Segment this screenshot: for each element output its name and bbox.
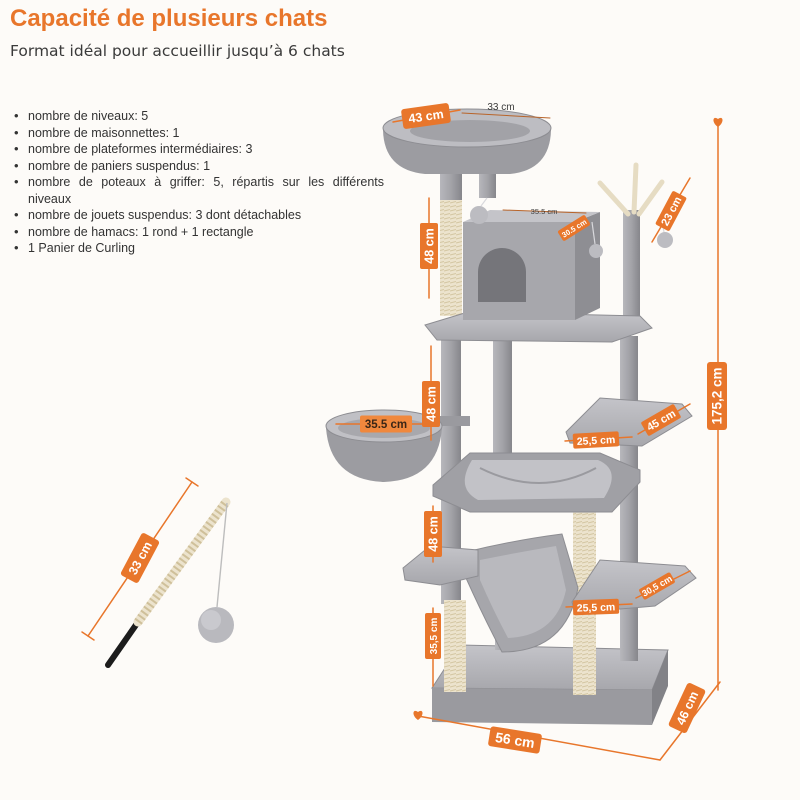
left-sisal-post (444, 600, 466, 692)
feature-list: nombre de niveaux: 5 nombre de maisonnet… (12, 108, 384, 257)
page-subtitle: Format idéal pour accueillir jusqu’à 6 c… (10, 42, 345, 60)
feature-item: 1 Panier de Curling (12, 240, 384, 257)
dim-toy-length: 33 cm (120, 533, 160, 583)
dim-label: 48 cm (427, 516, 441, 551)
dim-base-width: 56 cm (488, 726, 542, 754)
page-title: Capacité de plusieurs chats (10, 5, 328, 32)
feature-item: nombre de poteaux à griffer: 5, répartis… (12, 174, 384, 207)
feature-item: nombre de jouets suspendus: 3 dont détac… (12, 207, 384, 224)
dim-label: 175,2 cm (710, 367, 725, 424)
dimension-annotations: 43 cm 33 cm 48 cm 35.5 cm 30.5 cm 23 cm (81, 102, 727, 761)
hanging-ball-top (470, 206, 488, 224)
base-board (431, 644, 669, 725)
middle-post (493, 336, 512, 464)
feature-item: nombre de maisonnettes: 1 (12, 125, 384, 142)
right-middle-post (620, 440, 638, 564)
dim-upper-platform-width: 25,5 cm (572, 431, 620, 449)
dimension-heart-icon (413, 710, 423, 720)
dim-label: 25,5 cm (576, 434, 615, 448)
dim-label: 43 cm (408, 107, 445, 126)
dim-label: 35,5 cm (429, 618, 440, 655)
dim-label: 35.5 cm (365, 419, 407, 431)
house-door (478, 248, 526, 302)
dim-lower-post-height: 48 cm (424, 511, 442, 557)
dim-label: 48 cm (423, 228, 437, 263)
feature-item: nombre de hamacs: 1 rond + 1 rectangle (12, 224, 384, 241)
feature-item: nombre de paniers suspendus: 1 (12, 158, 384, 175)
dim-label: 48 cm (425, 386, 439, 421)
dim-label: 56 cm (494, 729, 536, 751)
dim-toy-post-height: 23 cm (655, 191, 687, 231)
hanging-ball-house (589, 244, 603, 258)
dim-round-basket: 35.5 cm (360, 415, 412, 433)
lower-hammock (465, 533, 579, 653)
rectangular-hammock (432, 452, 641, 513)
dim-upper-post-height: 48 cm (420, 223, 438, 269)
upper-sisal-post (440, 200, 462, 316)
dim-base-post-height: 35,5 cm (425, 613, 441, 659)
toy-wand (105, 497, 234, 668)
toy-post (623, 210, 640, 320)
cat-tree (325, 108, 697, 725)
cat-house (463, 210, 603, 320)
toy-sticks (597, 162, 673, 248)
feature-item: nombre de plateformes intermédiaires: 3 (12, 141, 384, 158)
right-upper-post (620, 336, 638, 408)
dimension-heart-icon (713, 117, 723, 127)
feature-item: nombre de niveaux: 5 (12, 108, 384, 125)
right-lower-post (620, 605, 638, 661)
hanging-ball-toy (657, 232, 673, 248)
dim-label: 25,5 cm (577, 601, 616, 614)
dim-top-bed-width: 43 cm (401, 103, 451, 129)
upper-post-cap (440, 166, 462, 202)
dim-total-height: 175,2 cm (707, 362, 727, 430)
dim-middle-post-height: 48 cm (422, 381, 440, 427)
dim-house-width: 35.5 cm (531, 207, 558, 216)
dim-top-bed-depth: 33 cm (487, 102, 514, 113)
dim-lower-platform-width: 25,5 cm (572, 598, 620, 616)
